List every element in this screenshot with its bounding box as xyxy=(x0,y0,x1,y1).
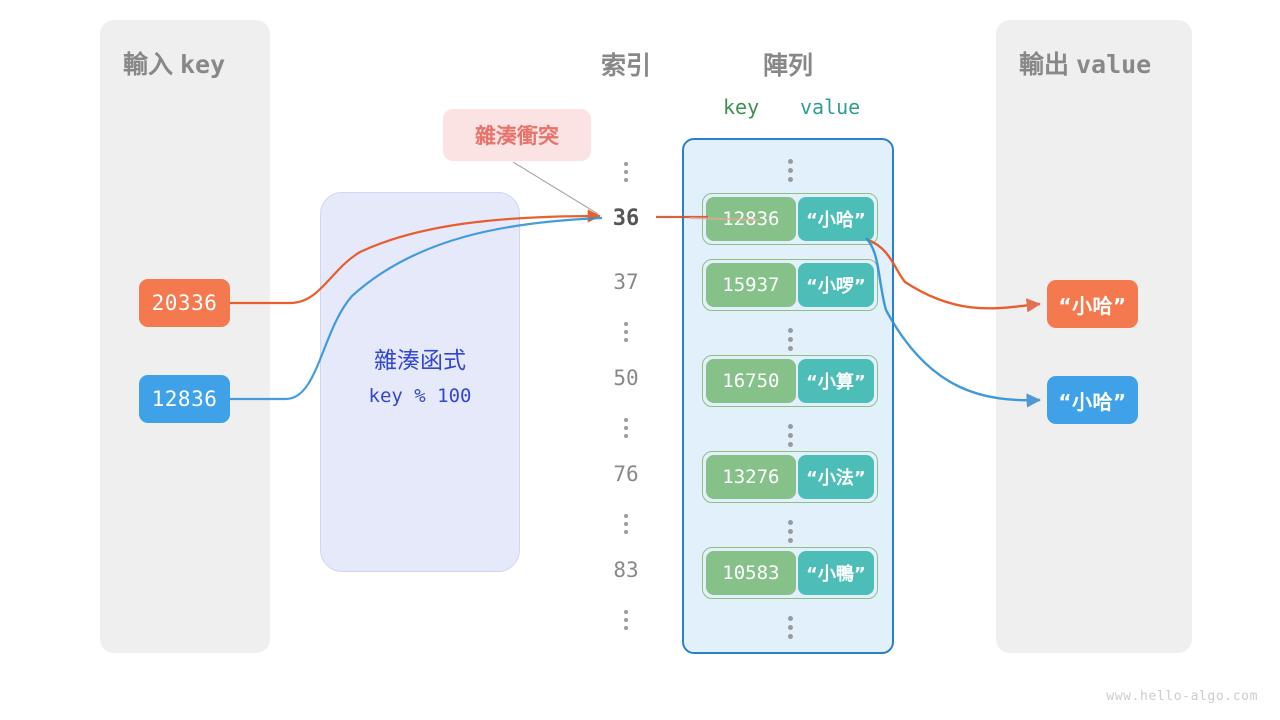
index-column-header: 索引 xyxy=(600,52,651,80)
index-36: 36 xyxy=(612,206,640,231)
bucket-key-13276: 13276 xyxy=(706,455,796,499)
array-ellipsis-bottom xyxy=(684,616,896,639)
index-50: 50 xyxy=(613,366,639,390)
bucket-key-12836: 12836 xyxy=(706,197,796,241)
output-panel-title: 輸出 value xyxy=(1019,45,1151,81)
hash-function-title: 雜湊函式 xyxy=(374,347,466,373)
array-key-header: key xyxy=(723,95,760,119)
index-ellipsis-3 xyxy=(590,514,662,534)
array-ellipsis-1 xyxy=(684,328,896,351)
bucket-key-15937: 15937 xyxy=(706,263,796,307)
input-panel-title-mono: key xyxy=(179,50,226,79)
watermark: www.hello-algo.com xyxy=(1106,689,1258,704)
input-key-20336[interactable]: 20336 xyxy=(139,279,230,327)
collision-leader-line xyxy=(512,161,599,215)
bucket-value-xiaosuan: “小算” xyxy=(797,359,874,403)
index-column: 36 37 50 76 83 xyxy=(590,140,662,650)
bucket-value-xiaoya: “小鴨” xyxy=(797,551,874,595)
array-ellipsis-2 xyxy=(684,424,896,447)
index-ellipsis-2 xyxy=(590,418,662,438)
bucket-value-xiaoluo: “小啰” xyxy=(797,263,874,307)
bucket-key-10583: 10583 xyxy=(706,551,796,595)
output-value-orange[interactable]: “小哈” xyxy=(1047,280,1138,328)
index-ellipsis-top xyxy=(590,162,662,182)
array-header: 陣列 xyxy=(762,52,813,80)
bucket-value-xiaoha: “小哈” xyxy=(797,197,874,241)
index-76: 76 xyxy=(613,462,639,486)
hash-function-formula: key % 100 xyxy=(368,385,472,407)
hash-collision-label: 雜湊衝突 xyxy=(443,109,591,161)
array-value-header: value xyxy=(800,95,861,119)
array-bucket-36[interactable]: 12836 “小哈” xyxy=(702,193,878,245)
index-ellipsis-bottom xyxy=(590,610,662,630)
hash-function-box: 雜湊函式 key % 100 xyxy=(320,192,520,572)
array-bucket-37[interactable]: 15937 “小啰” xyxy=(702,259,878,311)
array-container: 12836 “小哈” 15937 “小啰” 16750 “小算” 13276 “… xyxy=(682,138,894,654)
input-key-12836[interactable]: 12836 xyxy=(139,375,230,423)
output-panel xyxy=(996,20,1192,653)
array-ellipsis-3 xyxy=(684,520,896,543)
input-panel xyxy=(100,20,270,653)
array-bucket-76[interactable]: 13276 “小法” xyxy=(702,451,878,503)
array-bucket-50[interactable]: 16750 “小算” xyxy=(702,355,878,407)
input-panel-title: 輸入 key xyxy=(123,45,225,81)
bucket-value-xiaofa: “小法” xyxy=(797,455,874,499)
output-value-blue[interactable]: “小哈” xyxy=(1047,376,1138,424)
output-panel-title-mono: value xyxy=(1075,50,1152,79)
index-37: 37 xyxy=(613,270,639,294)
output-panel-title-cjk: 輸出 xyxy=(1019,51,1070,79)
index-83: 83 xyxy=(613,558,639,582)
bucket-key-16750: 16750 xyxy=(706,359,796,403)
input-panel-title-cjk: 輸入 xyxy=(123,51,174,79)
index-ellipsis-1 xyxy=(590,322,662,342)
array-bucket-83[interactable]: 10583 “小鴨” xyxy=(702,547,878,599)
array-ellipsis-top xyxy=(684,159,896,182)
